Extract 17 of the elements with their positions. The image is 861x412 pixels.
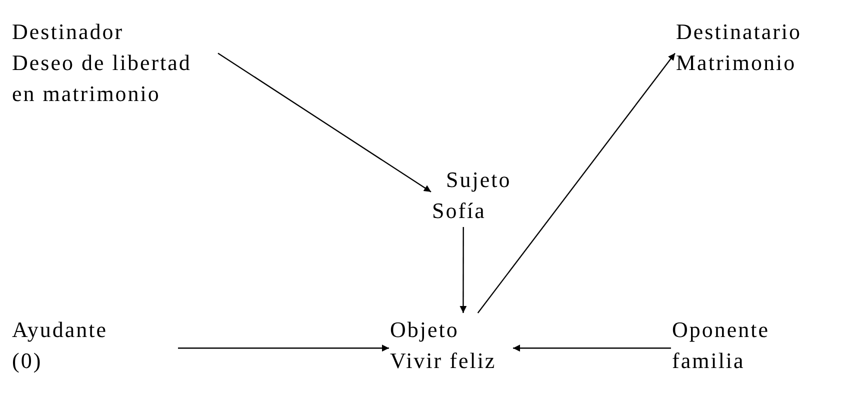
- arrow: [218, 52, 432, 192]
- role-description: Vivir feliz: [390, 347, 498, 375]
- role-heading: Objeto: [390, 316, 460, 344]
- role-description: Deseo de libertad en matrimonio: [12, 49, 192, 108]
- role-description: familia: [672, 347, 746, 375]
- role-heading: Destinador: [12, 18, 125, 46]
- arrow: [178, 344, 389, 352]
- arrow: [477, 52, 676, 314]
- role-description: (0): [12, 347, 44, 375]
- role-description: Matrimonio: [676, 49, 798, 77]
- role-heading: Sujeto: [445, 166, 512, 194]
- arrow: [460, 227, 467, 313]
- role-heading: Ayudante: [12, 316, 109, 344]
- arrow: [513, 344, 671, 352]
- role-heading: Oponente: [672, 316, 771, 344]
- role-description: Sofía: [432, 197, 487, 225]
- role-heading: Destinatario: [676, 18, 803, 46]
